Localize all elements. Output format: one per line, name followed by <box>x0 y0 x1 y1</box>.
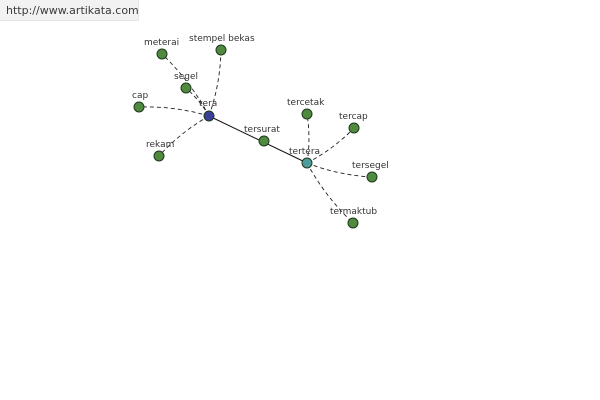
edge-tera-cap <box>138 106 210 117</box>
node-label-cap[interactable]: cap <box>132 91 148 101</box>
node-meterai[interactable] <box>156 48 168 60</box>
node-label-tercetak[interactable]: tercetak <box>287 98 325 108</box>
edge-tertera-termaktub <box>306 162 354 224</box>
node-stempel-bekas[interactable] <box>215 44 227 56</box>
node-label-tera[interactable]: tera <box>199 99 217 109</box>
node-tercap[interactable] <box>348 122 360 134</box>
node-tersurat[interactable] <box>258 135 270 147</box>
node-label-segel[interactable]: segel <box>174 72 198 82</box>
node-tertera[interactable] <box>301 157 313 169</box>
node-label-tercap[interactable]: tercap <box>339 112 368 122</box>
node-label-termaktub[interactable]: termaktub <box>330 207 377 217</box>
node-segel[interactable] <box>180 82 192 94</box>
node-rekam[interactable] <box>153 150 165 162</box>
node-label-meterai[interactable]: meterai <box>144 38 179 48</box>
node-termaktub[interactable] <box>347 217 359 229</box>
node-tercetak[interactable] <box>301 108 313 120</box>
node-label-tersegel[interactable]: tersegel <box>352 161 389 171</box>
nodes-layer <box>133 44 378 229</box>
source-url-banner[interactable]: http://www.artikata.com <box>0 0 139 21</box>
labels-layer: tera tersurat tertera meterai stempel bekas s… <box>132 34 389 217</box>
edge-tera-tertera <box>208 115 308 164</box>
node-tera[interactable] <box>203 110 215 122</box>
edges-layer <box>138 49 373 224</box>
edge-tertera-tercap <box>306 127 355 164</box>
node-label-rekam[interactable]: rekam <box>146 140 174 150</box>
node-label-tertera[interactable]: tertera <box>289 147 320 157</box>
node-tersegel[interactable] <box>366 171 378 183</box>
node-label-stempel-bekas[interactable]: stempel bekas <box>189 34 255 44</box>
node-cap[interactable] <box>133 101 145 113</box>
node-label-tersurat[interactable]: tersurat <box>244 125 280 135</box>
edge-tera-rekam <box>158 115 210 157</box>
